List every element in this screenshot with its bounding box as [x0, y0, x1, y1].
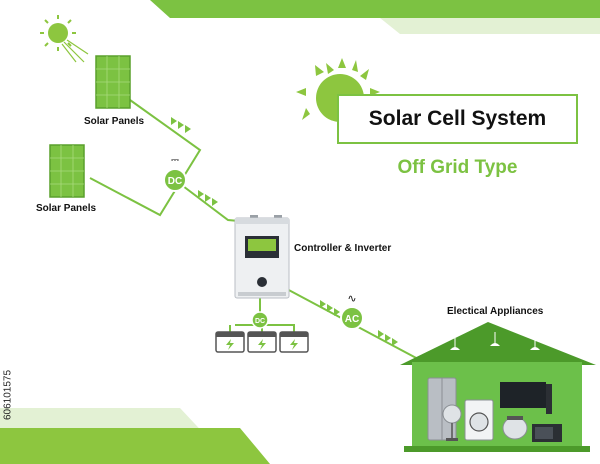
washing-machine-icon: [464, 399, 494, 441]
dc-badge-main-label: DC: [168, 176, 182, 187]
appliances-label: Electical Appliances: [447, 306, 544, 317]
corner-decoration-bottom: [0, 408, 270, 464]
ac-badge: AC: [340, 306, 364, 330]
ac-symbol: ∿: [347, 292, 356, 305]
battery-3-icon: [279, 331, 309, 353]
dc-badge-battery: DC: [251, 311, 269, 329]
microwave-icon: [532, 424, 562, 442]
corner-decoration-top: [150, 0, 600, 34]
title-box: Solar Cell System: [337, 94, 578, 144]
controller-inverter-label: Controller & Inverter: [294, 243, 392, 254]
battery-2-icon: [247, 331, 277, 353]
tv-icon: [500, 382, 552, 414]
ac-badge-label: AC: [345, 314, 359, 325]
solar-panels-bottom-label: Solar Panels: [36, 203, 97, 214]
page-subtitle: Off Grid Type: [397, 157, 518, 178]
solar-panel-bottom-icon: [49, 144, 85, 198]
solar-panel-top-icon: [95, 55, 131, 109]
dc-badge-main: DC: [163, 168, 187, 192]
watermark-id: 606101575: [2, 369, 14, 421]
battery-1-icon: [215, 331, 245, 353]
fan-icon: [442, 404, 462, 441]
lamp-icon: [450, 332, 540, 350]
dc-symbol-main: ⎓: [171, 155, 179, 166]
solar-panels-top-label: Solar Panels: [84, 116, 145, 127]
flow-arrows: [171, 117, 398, 346]
dc-badge-battery-label: DC: [255, 318, 265, 325]
page-title: Solar Cell System: [368, 107, 547, 130]
rice-cooker-icon: [502, 416, 528, 440]
sun-icon: [40, 15, 89, 63]
inverter-icon: [234, 215, 290, 299]
